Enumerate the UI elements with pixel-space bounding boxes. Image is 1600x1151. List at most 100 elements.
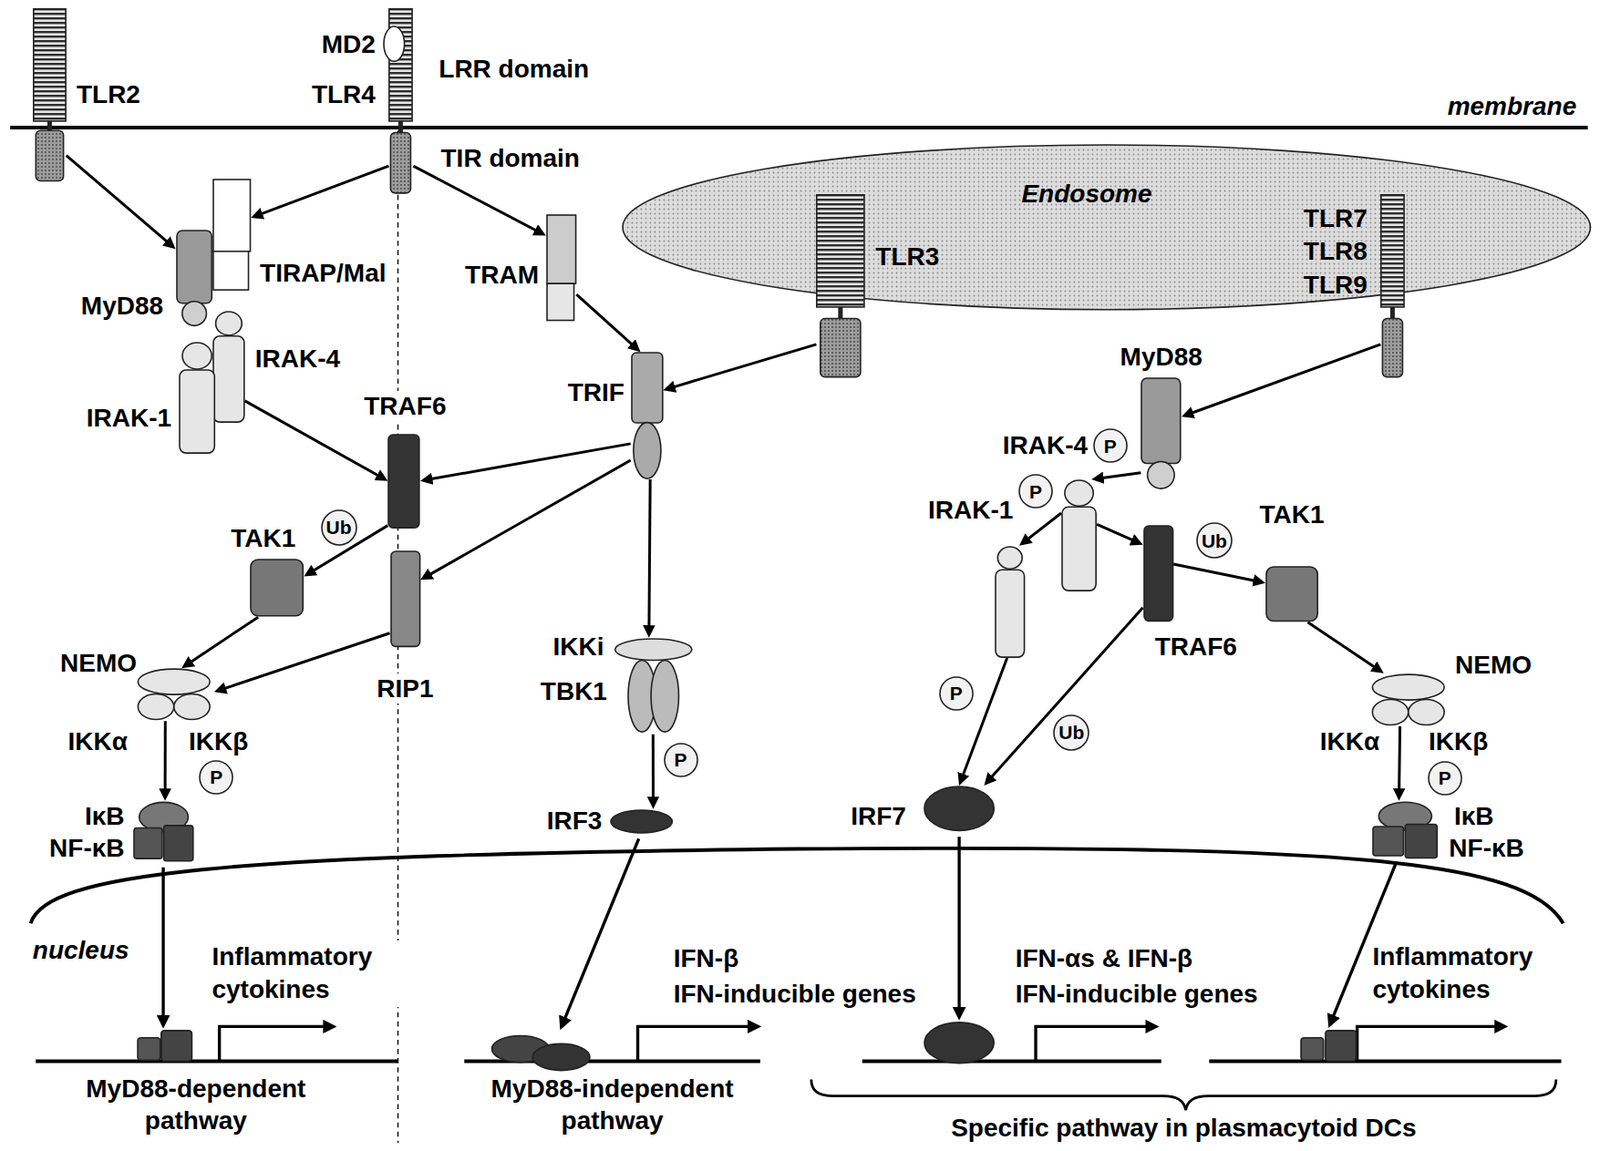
shape-part: [1064, 480, 1094, 506]
kinase: TAK1: [1265, 566, 1319, 623]
shape-part: [35, 130, 63, 181]
shape-part: [1381, 194, 1404, 307]
node-outline: [609, 809, 673, 835]
shape-part: [1266, 567, 1318, 622]
node-label: IKKi: [553, 631, 605, 663]
node-outline: [32, 8, 67, 182]
node-label: TLR7 TLR8 TLR9: [1275, 202, 1368, 302]
node-outline: [923, 785, 995, 832]
text-label: TIR domain: [441, 143, 580, 175]
bound-factor: [1325, 1031, 1357, 1063]
arrow-connector: [1399, 726, 1401, 795]
modification-badge: P: [663, 743, 699, 778]
node-label: TAK1: [230, 523, 296, 555]
node-label: IKKβ: [188, 726, 248, 758]
nuclear-envelope: [30, 848, 1564, 924]
node-label: IκB: [1454, 801, 1495, 833]
plasma-membrane: [10, 125, 1588, 130]
modification-badge: Ub: [1196, 522, 1233, 559]
transcription-arrow: [1035, 1026, 1151, 1062]
node-outline: [133, 668, 216, 722]
signaling-protein: TRAF6: [1143, 525, 1175, 622]
receptor: TLR7 TLR8 TLR9: [1380, 194, 1405, 378]
shape-part: [610, 810, 672, 834]
kinase: IRAK-4: [212, 310, 246, 424]
node-outline: [133, 801, 195, 863]
text-label: Inflammatory cytokines: [208, 940, 413, 1008]
node-label: NEMO: [1455, 650, 1532, 682]
node-label: P: [949, 681, 963, 705]
bound-factor: [161, 1031, 193, 1063]
node-label: TRAF6: [361, 391, 449, 423]
modification-badge: P: [939, 676, 974, 712]
node-label: TAK1: [1259, 499, 1324, 531]
node-outline: [1143, 525, 1175, 622]
shape-part: [1428, 762, 1462, 795]
shape-part: [547, 215, 577, 284]
node-outline: [175, 229, 213, 327]
shape-part: [547, 283, 575, 320]
arrow-connector: [1024, 513, 1062, 542]
node-label: MyD88: [81, 290, 164, 322]
node-label: IKKβ: [1428, 726, 1488, 758]
endosome-compartment: EndosomeTLR3TLR7 TLR8 TLR9: [620, 143, 1593, 312]
arrow-connector: [221, 633, 391, 691]
arrow-connector: [412, 165, 539, 233]
shape-part: [1019, 474, 1053, 508]
shape-part: [1053, 715, 1089, 751]
shape-part: [995, 569, 1025, 658]
arrow-connector: [649, 479, 651, 630]
arrow-connector: [164, 721, 167, 794]
arrow-connector: [670, 344, 816, 389]
node-label: IRAK-4: [255, 343, 341, 375]
modification-badge: Ub: [1052, 714, 1090, 752]
shape-part: [1405, 824, 1438, 858]
shape-part: [664, 743, 698, 777]
node-label: TLR3: [875, 241, 940, 273]
adaptor-protein: TRAM: [546, 214, 578, 322]
node-outline: [1265, 566, 1319, 623]
node-label: TIRAP/Mal: [257, 258, 389, 290]
adaptor-protein: TRIF: [630, 351, 664, 480]
node-label: TRIF: [567, 377, 625, 409]
shape-part: [1197, 523, 1232, 558]
shape-part: [389, 9, 413, 122]
shape-part: [47, 120, 52, 131]
shape-part: [321, 510, 357, 546]
shape-part: [398, 120, 403, 133]
arrow-connector: [258, 165, 390, 216]
shape-part: [622, 144, 1591, 310]
shape-part: [391, 551, 421, 647]
node-label: IKKα: [1320, 726, 1380, 758]
transcription-arrow: [219, 1026, 330, 1062]
text-label: IFN-inducible genes: [673, 979, 917, 1011]
text-label: Inflammatory cytokines: [1372, 940, 1571, 1008]
node-label: NF-κB: [49, 833, 124, 865]
shape-part: [383, 26, 405, 62]
bound-factor: [532, 1043, 590, 1071]
text-label: IFN-αs & IFN-β: [1015, 943, 1194, 975]
signaling-protein: RIP1: [390, 550, 422, 648]
shape-part: [163, 825, 193, 861]
node-outline: [382, 25, 406, 62]
shape-part: [1408, 699, 1445, 725]
modification-badge: P: [1093, 428, 1128, 464]
node-label: IRAK-1: [928, 495, 1013, 527]
adaptor-protein: MyD88: [175, 229, 213, 327]
node-label: TLR4: [311, 79, 376, 111]
node-label: TBK1: [540, 676, 608, 708]
node-outline: [1061, 479, 1097, 592]
dna-strand: [1208, 1060, 1561, 1064]
node-outline: [630, 351, 664, 480]
shape-part: [614, 639, 692, 661]
node-label: Ub: [1058, 721, 1084, 744]
shape-part: [838, 306, 844, 319]
shape-part: [213, 336, 245, 423]
shape-part: [182, 342, 212, 370]
node-outline: [390, 550, 422, 648]
node-label: IRF7: [850, 801, 907, 833]
text-label: MyD88-independent pathway: [459, 1073, 766, 1137]
shape-part: [1383, 318, 1404, 377]
shape-part: [1062, 506, 1096, 591]
